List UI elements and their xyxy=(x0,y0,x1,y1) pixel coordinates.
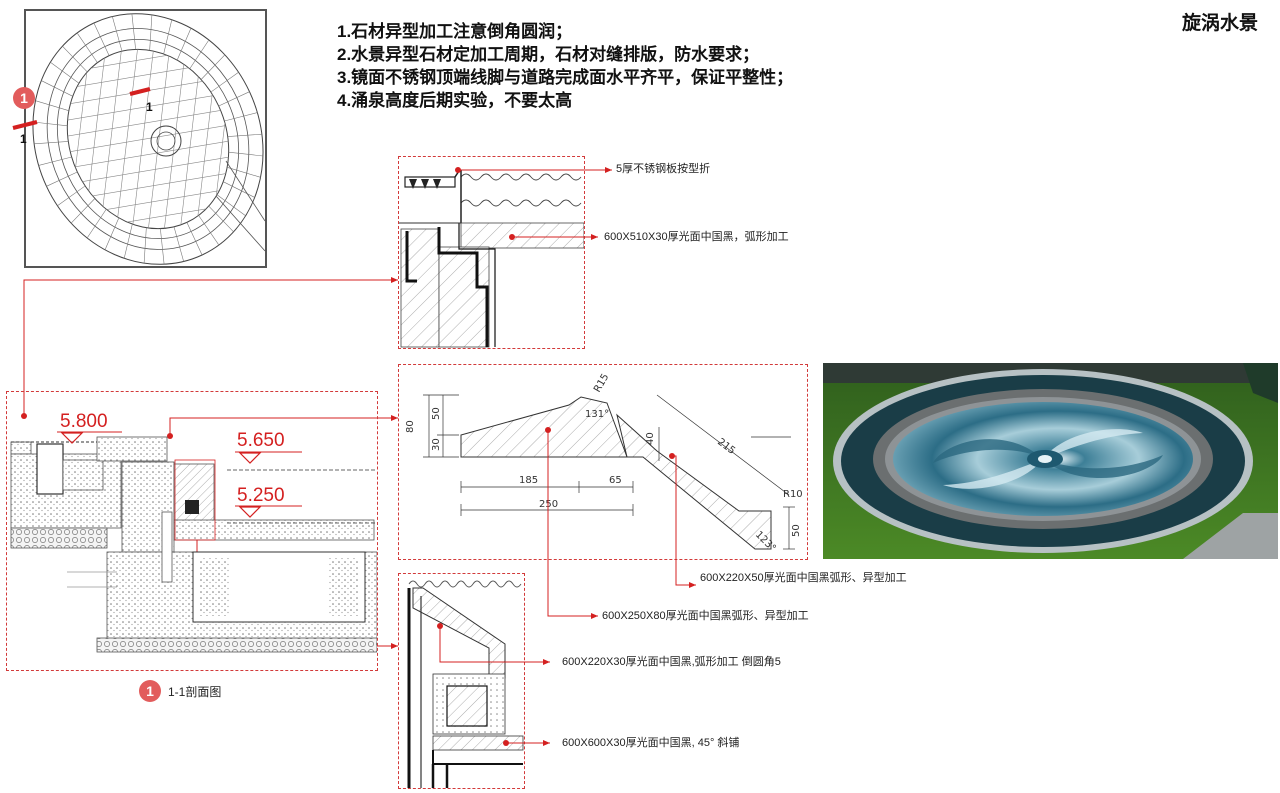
note-3: 3.镜面不锈钢顶端线脚与道路完成面水平齐平，保证平整性； xyxy=(337,68,794,87)
elevation-5800: 5.800 xyxy=(60,411,108,432)
dim-131: 131° xyxy=(585,409,609,420)
dim-65: 65 xyxy=(609,475,622,486)
note-2: 2.水景异型石材定加工周期，石材对缝排版，防水要求； xyxy=(337,45,760,64)
fountain-render-image xyxy=(823,363,1278,559)
callout-stainless: 5厚不锈钢板按型折 xyxy=(616,163,711,175)
elevation-5650: 5.650 xyxy=(237,430,285,451)
page-title: 旋涡水景 xyxy=(1181,13,1258,34)
section-marker: 1 xyxy=(139,680,161,702)
section-frame xyxy=(6,391,378,671)
callout-stone-220-30: 600X220X30厚光面中国黑,弧形加工 倒圆角5 xyxy=(562,656,781,668)
note-4: 4.涌泉高度后期实验，不要太高 xyxy=(337,91,573,110)
callout-stone-600: 600X600X30厚光面中国黑, 45° 斜铺 xyxy=(562,737,740,749)
elevation-5250: 5.250 xyxy=(237,485,285,506)
section-drawing xyxy=(10,431,378,653)
plan-cut-marker: 1 xyxy=(12,120,38,146)
callout-stone-250-80: 600X250X80厚光面中国黑弧形、异型加工 xyxy=(602,610,809,622)
dim-185: 185 xyxy=(519,475,538,486)
section-title: 1-1剖面图 xyxy=(168,685,222,699)
dim-40: 40 xyxy=(645,432,656,445)
callout-stone-220-50: 600X220X50厚光面中国黑弧形、异型加工 xyxy=(700,572,907,584)
notes-block: 1.石材异型加工注意倒角圆润； 2.水景异型石材定加工周期，石材对缝排版，防水要… xyxy=(337,20,793,112)
detail-top-drawing xyxy=(399,170,585,348)
detail-top-frame xyxy=(398,156,585,349)
cut-line-inner xyxy=(129,87,151,96)
plan-view: 1 xyxy=(24,9,267,268)
plan-section-marker: 1 xyxy=(13,87,35,109)
callout-stone-510: 600X510X30厚光面中国黑，弧形加工 xyxy=(604,231,789,243)
dim-30: 30 xyxy=(431,438,442,451)
cut-label-inner: 1 xyxy=(146,100,153,114)
detail-profile-frame: 80 50 30 R15 131° 40 215 185 65 250 R10 … xyxy=(398,364,808,560)
detail-bottom-drawing xyxy=(407,580,524,788)
dim-r10: R10 xyxy=(783,489,803,500)
detail-profile-drawing: 80 50 30 R15 131° 40 215 185 65 250 R10 … xyxy=(405,372,803,554)
detail-bottom-frame xyxy=(398,573,525,789)
dim-50: 50 xyxy=(431,407,442,420)
plan-drawing: 1 xyxy=(32,13,266,265)
dim-80: 80 xyxy=(405,420,416,433)
cut-label-left: 1 xyxy=(20,132,27,146)
dim-250: 250 xyxy=(539,499,558,510)
note-1: 1.石材异型加工注意倒角圆润； xyxy=(337,22,573,41)
dim-50b: 50 xyxy=(791,524,802,537)
fountain-render xyxy=(823,363,1278,559)
